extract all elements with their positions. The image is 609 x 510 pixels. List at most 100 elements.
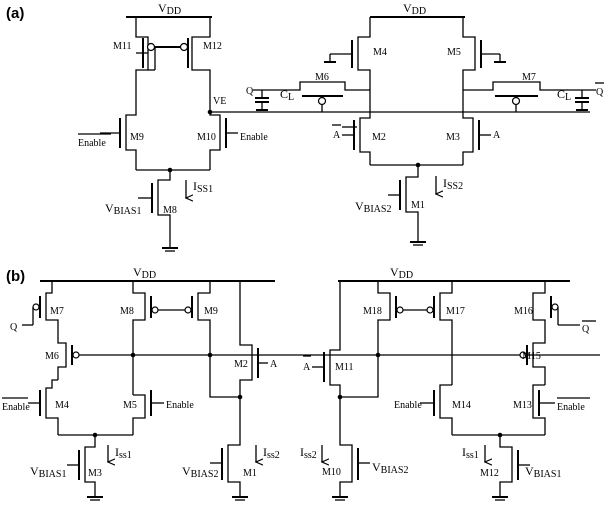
svg-text:ISS2: ISS2 [443,176,463,192]
transistor-m4: M4 [324,17,387,100]
iss1-arrow-b: Iss1 [108,445,132,462]
svg-text:A: A [270,359,278,370]
svg-text:M5: M5 [447,47,461,58]
transistor-m11: M11 [113,17,149,88]
ground-a-right [410,235,426,246]
svg-text:VDD: VDD [403,1,426,17]
transistor-b-m10: M10 VBIAS2 [322,397,408,497]
svg-text:M8: M8 [120,306,134,317]
iss1-arrow-a: ISS1 [186,179,213,198]
transistor-b-m5: Enable M5 [123,390,194,435]
svg-text:M18: M18 [363,306,382,317]
panel-label-b: (b) [6,268,25,285]
svg-text:VBIAS1: VBIAS1 [30,464,66,480]
iss2-arrow-b-right: Iss2 [300,445,322,462]
transistor-m7: M7 [463,72,560,112]
svg-text:M3: M3 [446,132,460,143]
svg-text:M7: M7 [522,72,536,83]
svg-text:A: A [333,130,341,141]
svg-text:CL: CL [280,87,294,103]
svg-text:M15: M15 [522,351,541,362]
transistor-m9: M9 [100,118,144,148]
svg-text:M5: M5 [123,400,137,411]
svg-text:Enable: Enable [2,402,30,413]
svg-text:M16: M16 [514,306,533,317]
svg-text:M11: M11 [113,41,132,52]
svg-text:VDD: VDD [158,1,181,17]
transistor-b-m17: M17 [403,281,465,385]
svg-text:M12: M12 [203,41,222,52]
transistor-b-m11: A M11 [303,281,354,397]
transistor-m10: M10 Enable [197,118,268,148]
transistor-m12: M12 [187,17,222,88]
ground-a-left [162,240,178,252]
transistor-b-m4: Enable M4 [2,379,69,435]
transistor-b-m9: M9 [158,281,218,345]
svg-text:Iss1: Iss1 [462,445,479,461]
svg-text:M6: M6 [315,72,329,83]
transistor-m8: M8 VBIAS1 [105,170,177,240]
svg-text:M9: M9 [130,132,144,143]
transistor-b-m16: Q M16 [514,281,596,335]
svg-text:M4: M4 [373,47,387,58]
svg-text:M1: M1 [411,200,425,211]
transistor-b-m2: A M2 [234,281,278,397]
svg-text:ISS1: ISS1 [193,179,213,195]
ground-b-3 [332,496,348,501]
wire-a-m9 [125,88,137,170]
svg-text:M1: M1 [243,468,257,479]
svg-text:Enable: Enable [166,400,194,411]
svg-text:M17: M17 [446,306,465,317]
svg-text:Q: Q [10,322,18,333]
transistor-m1-a: M1 VBIAS2 [355,165,425,235]
svg-text:Iss2: Iss2 [300,445,317,461]
svg-text:VDD: VDD [390,265,413,281]
transistor-m5: M5 [447,17,506,100]
ground-b-2 [232,496,248,501]
transistor-b-m7: Q M7 [10,281,64,335]
svg-text:Q: Q [246,86,254,97]
transistor-b-m12: M12 VBIAS1 [480,435,561,497]
transistor-b-m13: Enable M13 [513,384,590,435]
mirror-gate-bar-a [146,42,189,71]
capacitor-cl-left: CL Q [246,86,294,111]
capacitor-cl-right: CL Q [557,82,604,111]
svg-text:M8: M8 [163,205,177,216]
svg-text:M9: M9 [204,306,218,317]
svg-text:A: A [303,362,311,373]
vdd-rail-b-left: VDD [40,265,275,282]
svg-text:Enable: Enable [394,400,422,411]
svg-text:M10: M10 [197,132,216,143]
svg-text:VDD: VDD [133,265,156,281]
transistor-b-m6: M6 [45,335,600,380]
transistor-m6: M6 [270,72,370,112]
svg-text:Q: Q [596,87,604,98]
iss1-arrow-b-right: Iss1 [462,445,485,462]
svg-text:VBIAS1: VBIAS1 [525,464,561,480]
svg-text:M2: M2 [372,132,386,143]
svg-text:Q: Q [582,324,590,335]
ground-b-1 [87,496,103,501]
wire-b-m2-tail [209,345,240,398]
svg-text:M3: M3 [88,468,102,479]
svg-text:M7: M7 [50,306,64,317]
svg-text:VE: VE [213,96,226,107]
svg-text:VBIAS2: VBIAS2 [182,464,218,480]
wire-b-m11-tail [340,340,379,398]
svg-text:CL: CL [557,87,571,103]
iss2-arrow-b: Iss2 [256,445,280,462]
svg-text:M6: M6 [45,351,59,362]
svg-text:VBIAS2: VBIAS2 [355,199,391,215]
transistor-b-m14: Enable M14 [394,384,471,435]
svg-text:Iss2: Iss2 [263,445,280,461]
svg-text:Iss1: Iss1 [115,445,132,461]
transistor-b-m3: M3 VBIAS1 [30,435,102,497]
svg-text:A: A [493,130,501,141]
ve-node: VE [207,96,590,115]
svg-text:M13: M13 [513,400,532,411]
transistor-b-m18: M18 [363,281,404,340]
svg-text:VBIAS2: VBIAS2 [372,460,408,476]
svg-text:Enable: Enable [78,138,106,149]
vdd-rail-a-right: VDD [370,1,465,18]
svg-text:M2: M2 [234,359,248,370]
